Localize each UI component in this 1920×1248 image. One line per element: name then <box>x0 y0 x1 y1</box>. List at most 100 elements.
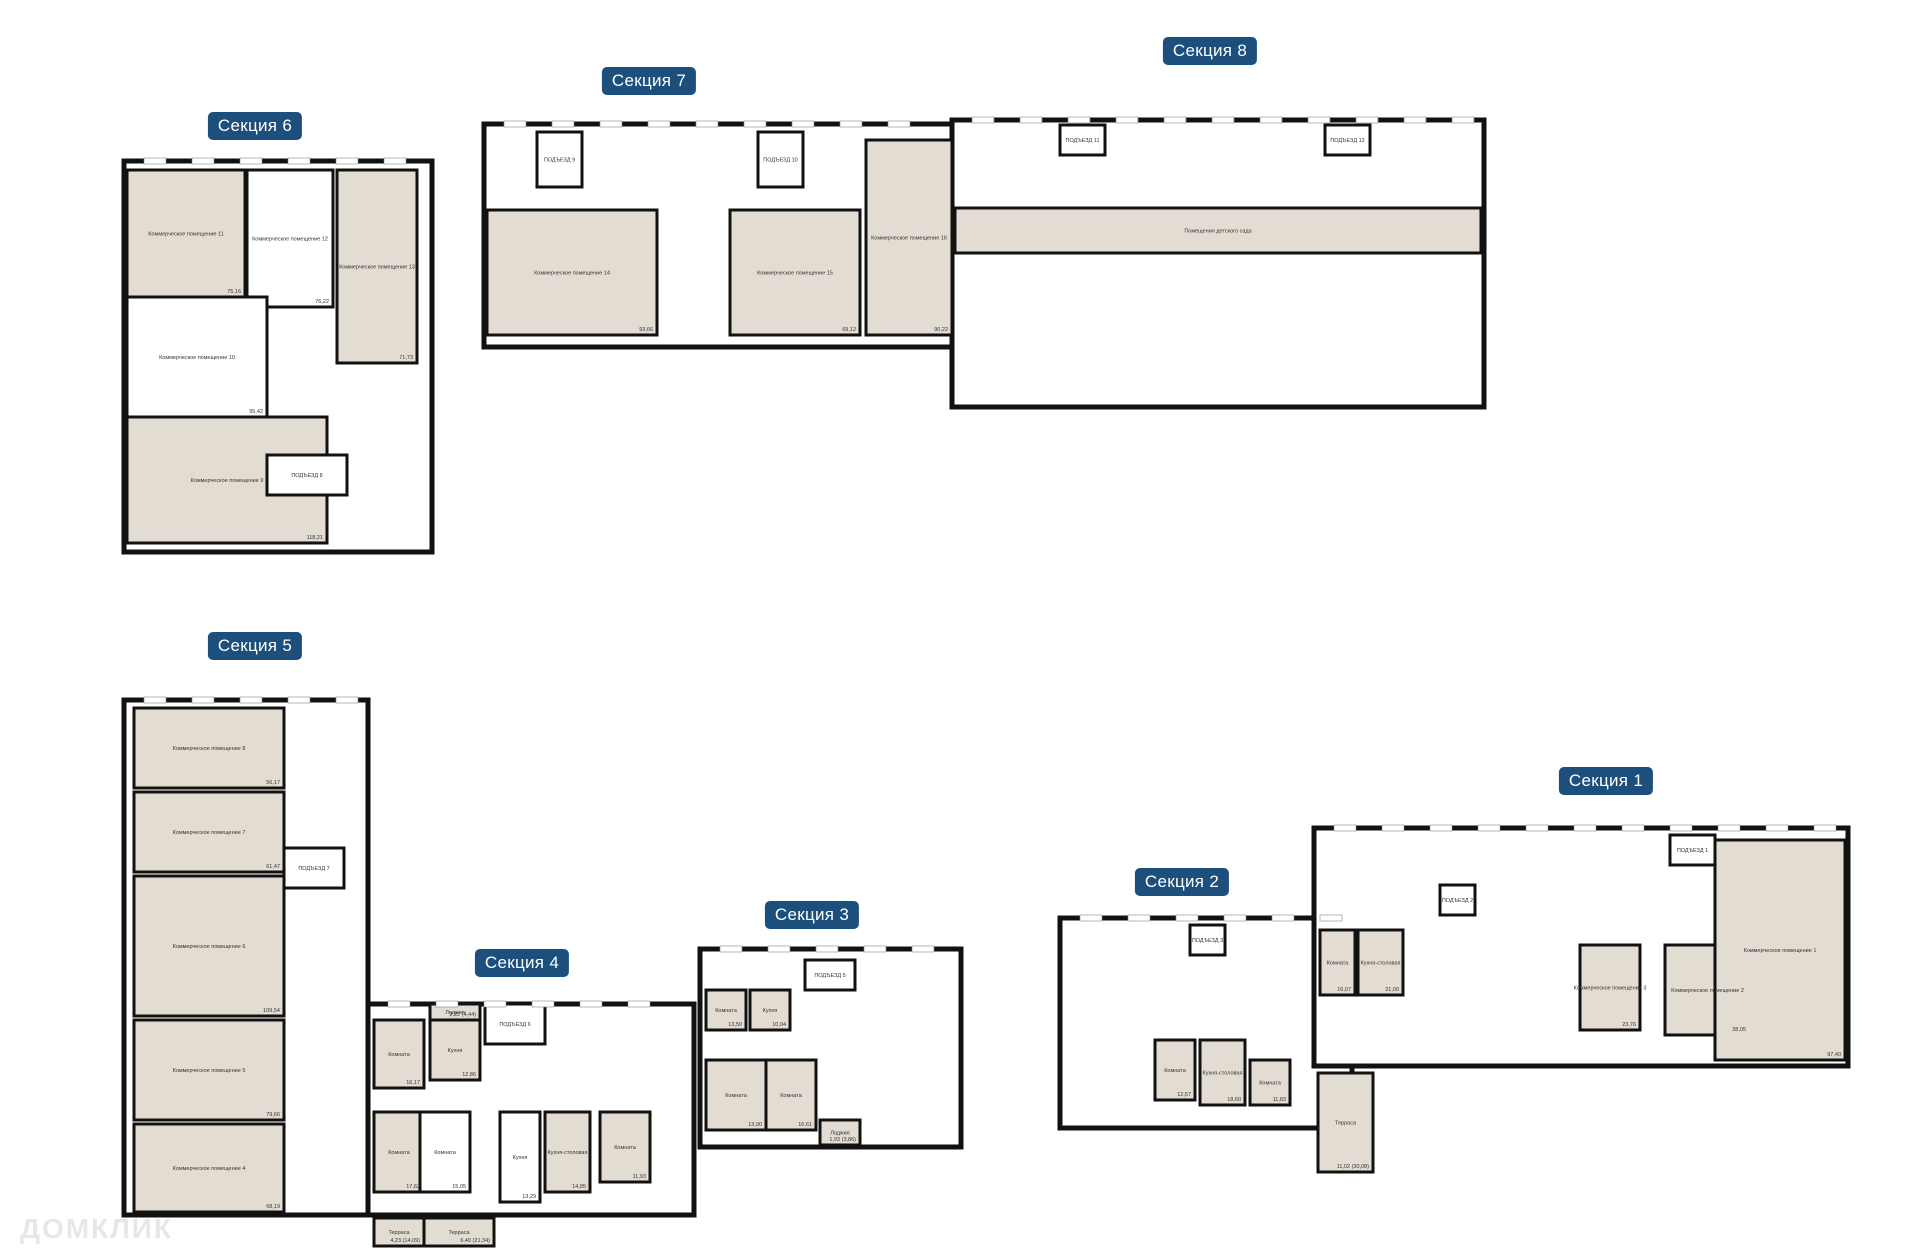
room[interactable] <box>764 1058 818 1132</box>
room[interactable] <box>125 295 269 419</box>
room-name: Комната <box>1259 1081 1281 1087</box>
room-name: ПОДЪЕЗД 7 <box>298 866 329 872</box>
room[interactable] <box>422 1216 496 1248</box>
window <box>143 696 167 704</box>
room[interactable] <box>1438 883 1477 917</box>
window <box>287 696 311 704</box>
window <box>1477 824 1501 832</box>
room[interactable] <box>132 1122 286 1214</box>
room[interactable] <box>483 1002 547 1046</box>
room[interactable] <box>1668 833 1717 867</box>
building-outline-s8 <box>949 117 1487 410</box>
room[interactable] <box>704 1058 768 1132</box>
room[interactable] <box>1323 123 1372 157</box>
window <box>1333 824 1357 832</box>
room[interactable] <box>1713 838 1847 1062</box>
room[interactable] <box>132 706 286 790</box>
room[interactable] <box>498 1110 542 1204</box>
room[interactable] <box>1188 923 1227 957</box>
room[interactable] <box>818 1118 862 1147</box>
room-area: 11,93 <box>633 1174 646 1180</box>
section-badge-s3[interactable]: Секция 3 <box>764 901 860 929</box>
room[interactable] <box>748 988 792 1032</box>
room[interactable] <box>1578 943 1642 1032</box>
room[interactable] <box>372 1018 426 1090</box>
room[interactable] <box>265 453 349 497</box>
window <box>1271 914 1295 922</box>
room[interactable] <box>1153 1038 1197 1102</box>
room-name: Коммерческое помещение 10 <box>159 355 235 361</box>
window <box>1067 116 1091 124</box>
room-name: ПОДЪЕЗД 10 <box>763 158 797 164</box>
window <box>1765 824 1789 832</box>
room-name: Кухня <box>763 1008 778 1014</box>
section-badge-s1[interactable]: Секция 1 <box>1558 767 1654 795</box>
room[interactable] <box>335 168 419 365</box>
room[interactable] <box>1316 1071 1375 1174</box>
room-area: 68,19 <box>266 1204 280 1210</box>
room-name: Комната <box>725 1093 747 1099</box>
room-name: Коммерческое помещение 4 <box>173 1166 246 1172</box>
room-name: Коммерческое помещение 12 <box>252 237 328 243</box>
labels-layer: Коммерческое помещение 1175,16Коммерческ… <box>148 138 1841 1244</box>
window <box>599 120 623 128</box>
room[interactable] <box>132 874 286 1018</box>
room[interactable] <box>1318 928 1357 997</box>
window <box>1319 914 1343 922</box>
room[interactable] <box>756 130 805 189</box>
room-name: ПОДЪЕЗД 9 <box>544 158 575 164</box>
window <box>287 157 311 165</box>
window <box>1429 824 1453 832</box>
window <box>1669 824 1693 832</box>
room-area: 14,85 <box>572 1184 586 1190</box>
room[interactable] <box>282 846 346 890</box>
room[interactable] <box>132 1018 286 1122</box>
room-name: Коммерческое помещение 6 <box>173 944 246 950</box>
section-badge-s4[interactable]: Секция 4 <box>474 949 570 977</box>
window <box>911 945 935 953</box>
room[interactable] <box>372 1110 426 1194</box>
window <box>239 696 263 704</box>
room[interactable] <box>245 168 335 309</box>
room[interactable] <box>535 130 584 189</box>
section-badge-s2[interactable]: Секция 2 <box>1134 868 1230 896</box>
room[interactable] <box>1356 928 1405 997</box>
room-name: ПОДЪЕЗД 8 <box>291 473 322 479</box>
room[interactable] <box>1248 1058 1292 1107</box>
window <box>815 945 839 953</box>
room-area: 109,54 <box>263 1008 280 1014</box>
room-name: Комната <box>434 1150 456 1156</box>
room-area: 11,02 (30,08) <box>1337 1164 1369 1170</box>
section-badge-s6[interactable]: Секция 6 <box>207 112 303 140</box>
window <box>863 945 887 953</box>
room[interactable] <box>704 988 748 1032</box>
room[interactable] <box>728 208 862 337</box>
room-name: ПОДЪЕЗД 3 <box>1192 938 1223 944</box>
domclick-watermark: ДОМКЛИК <box>20 1213 174 1244</box>
room[interactable] <box>1058 123 1107 157</box>
room[interactable] <box>418 1110 472 1194</box>
room[interactable] <box>1198 1038 1247 1107</box>
section-badge-s7[interactable]: Секция 7 <box>601 67 697 95</box>
room[interactable] <box>598 1110 652 1184</box>
window <box>335 696 359 704</box>
window <box>579 1000 603 1008</box>
room[interactable] <box>485 208 659 337</box>
room-name: Помещения детского сада <box>1184 229 1252 235</box>
window <box>791 120 815 128</box>
window <box>1019 116 1043 124</box>
room-name: Коммерческое помещение 14 <box>534 271 610 277</box>
room[interactable] <box>953 206 1483 255</box>
room[interactable] <box>543 1110 592 1194</box>
section-badge-s8[interactable]: Секция 8 <box>1162 37 1258 65</box>
room[interactable] <box>803 958 857 992</box>
room[interactable] <box>864 138 954 337</box>
room[interactable] <box>132 790 286 874</box>
room-area: 61,47 <box>266 864 280 870</box>
room-area: 71,73 <box>399 355 413 361</box>
window <box>1451 116 1475 124</box>
room-area: 6,40 (21,34) <box>460 1238 490 1244</box>
room-area: 16,17 <box>406 1080 420 1086</box>
section-badge-s5[interactable]: Секция 5 <box>207 632 303 660</box>
windows-layer <box>143 116 1837 1008</box>
